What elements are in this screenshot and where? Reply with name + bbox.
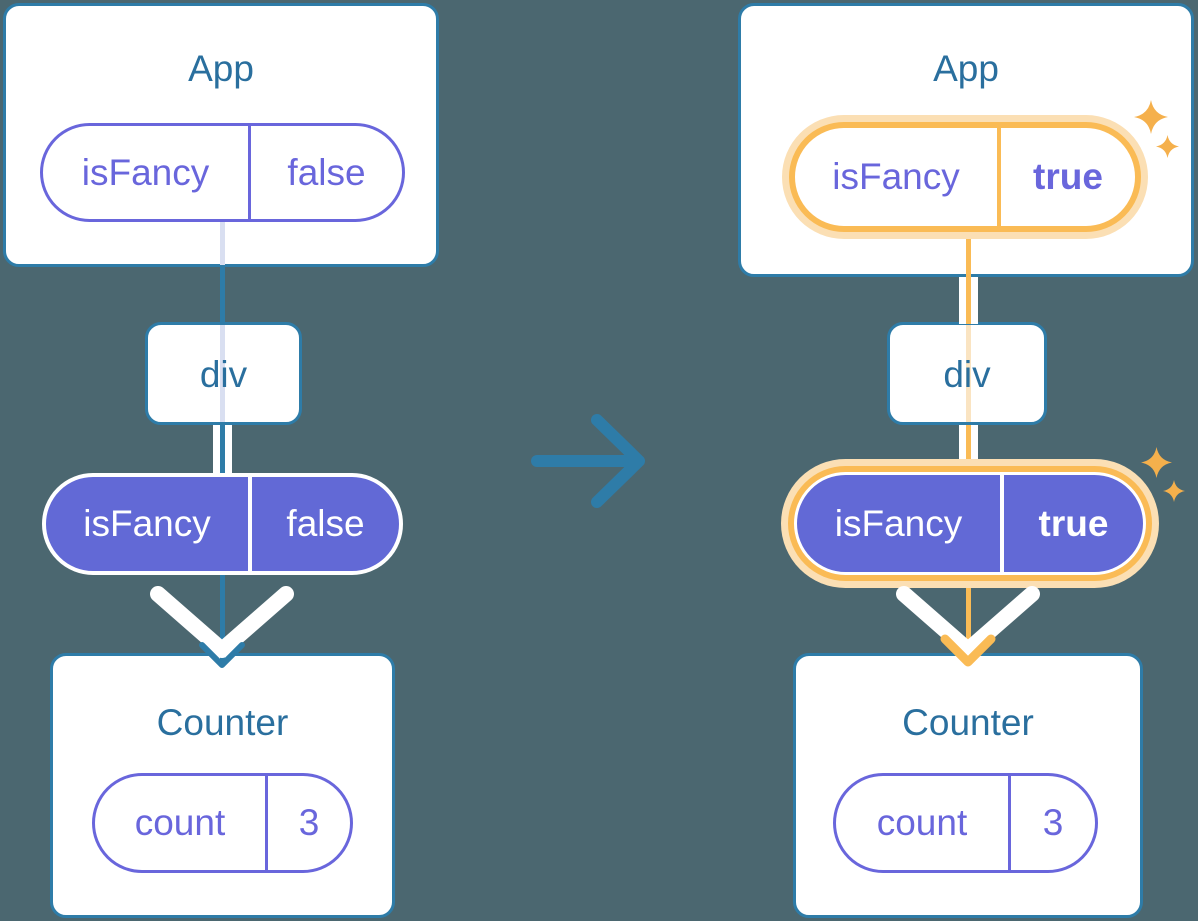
prop-value: false bbox=[287, 151, 366, 193]
div-label: div bbox=[943, 354, 991, 395]
sparkle-icon bbox=[1134, 100, 1168, 134]
state-value: 3 bbox=[298, 802, 320, 843]
passed-prop-pill: isFancy false bbox=[42, 473, 403, 575]
pill-divider bbox=[248, 477, 252, 571]
state-value: 3 bbox=[1042, 802, 1064, 843]
pill-divider bbox=[265, 776, 268, 870]
highlight-trace-line bbox=[966, 230, 971, 277]
state-pill: count 3 bbox=[92, 773, 353, 873]
prop-name: isFancy bbox=[834, 502, 963, 544]
prop-name: isFancy bbox=[83, 503, 211, 544]
arrow-down-icon bbox=[896, 586, 1040, 667]
tree-edge-line bbox=[220, 573, 225, 663]
pill-divider bbox=[1008, 776, 1011, 870]
faded-trace-line bbox=[220, 220, 225, 267]
counter-title: Counter bbox=[156, 702, 289, 743]
faded-trace-line bbox=[966, 325, 971, 422]
pill-divider bbox=[248, 126, 251, 219]
passed-prop-pill-highlighted: isFancy true bbox=[794, 472, 1146, 575]
faded-trace-line bbox=[220, 325, 225, 422]
prop-arrow-shaft bbox=[213, 425, 232, 475]
tree-edge-line bbox=[220, 265, 225, 324]
prop-value: true bbox=[1038, 502, 1109, 544]
prop-name: isFancy bbox=[832, 156, 960, 197]
app-prop-pill: isFancy false bbox=[40, 123, 405, 222]
pill-divider bbox=[997, 128, 1001, 226]
prop-value: false bbox=[286, 503, 365, 544]
app-prop-pill-highlighted: isFancy true bbox=[789, 122, 1141, 232]
prop-value: true bbox=[1033, 156, 1103, 197]
state-name: count bbox=[134, 802, 226, 843]
sparkle-icon bbox=[1156, 135, 1179, 158]
state-pill: count 3 bbox=[833, 773, 1098, 873]
sparkle-icon bbox=[1141, 447, 1172, 478]
sparkle-icon bbox=[1163, 480, 1185, 502]
pill-divider bbox=[1000, 475, 1004, 572]
arrow-down-icon bbox=[150, 586, 294, 668]
div-label: div bbox=[199, 354, 248, 395]
app-title: App bbox=[933, 48, 999, 89]
prop-arrow-shaft-highlighted bbox=[959, 425, 978, 465]
arrow-right-icon bbox=[531, 414, 645, 508]
app-title: App bbox=[188, 48, 254, 89]
counter-title: Counter bbox=[902, 702, 1034, 743]
prop-name: isFancy bbox=[81, 151, 210, 193]
prop-arrow-shaft-highlighted bbox=[959, 277, 978, 324]
state-name: count bbox=[876, 802, 968, 843]
highlight-trace-line bbox=[966, 575, 971, 661]
